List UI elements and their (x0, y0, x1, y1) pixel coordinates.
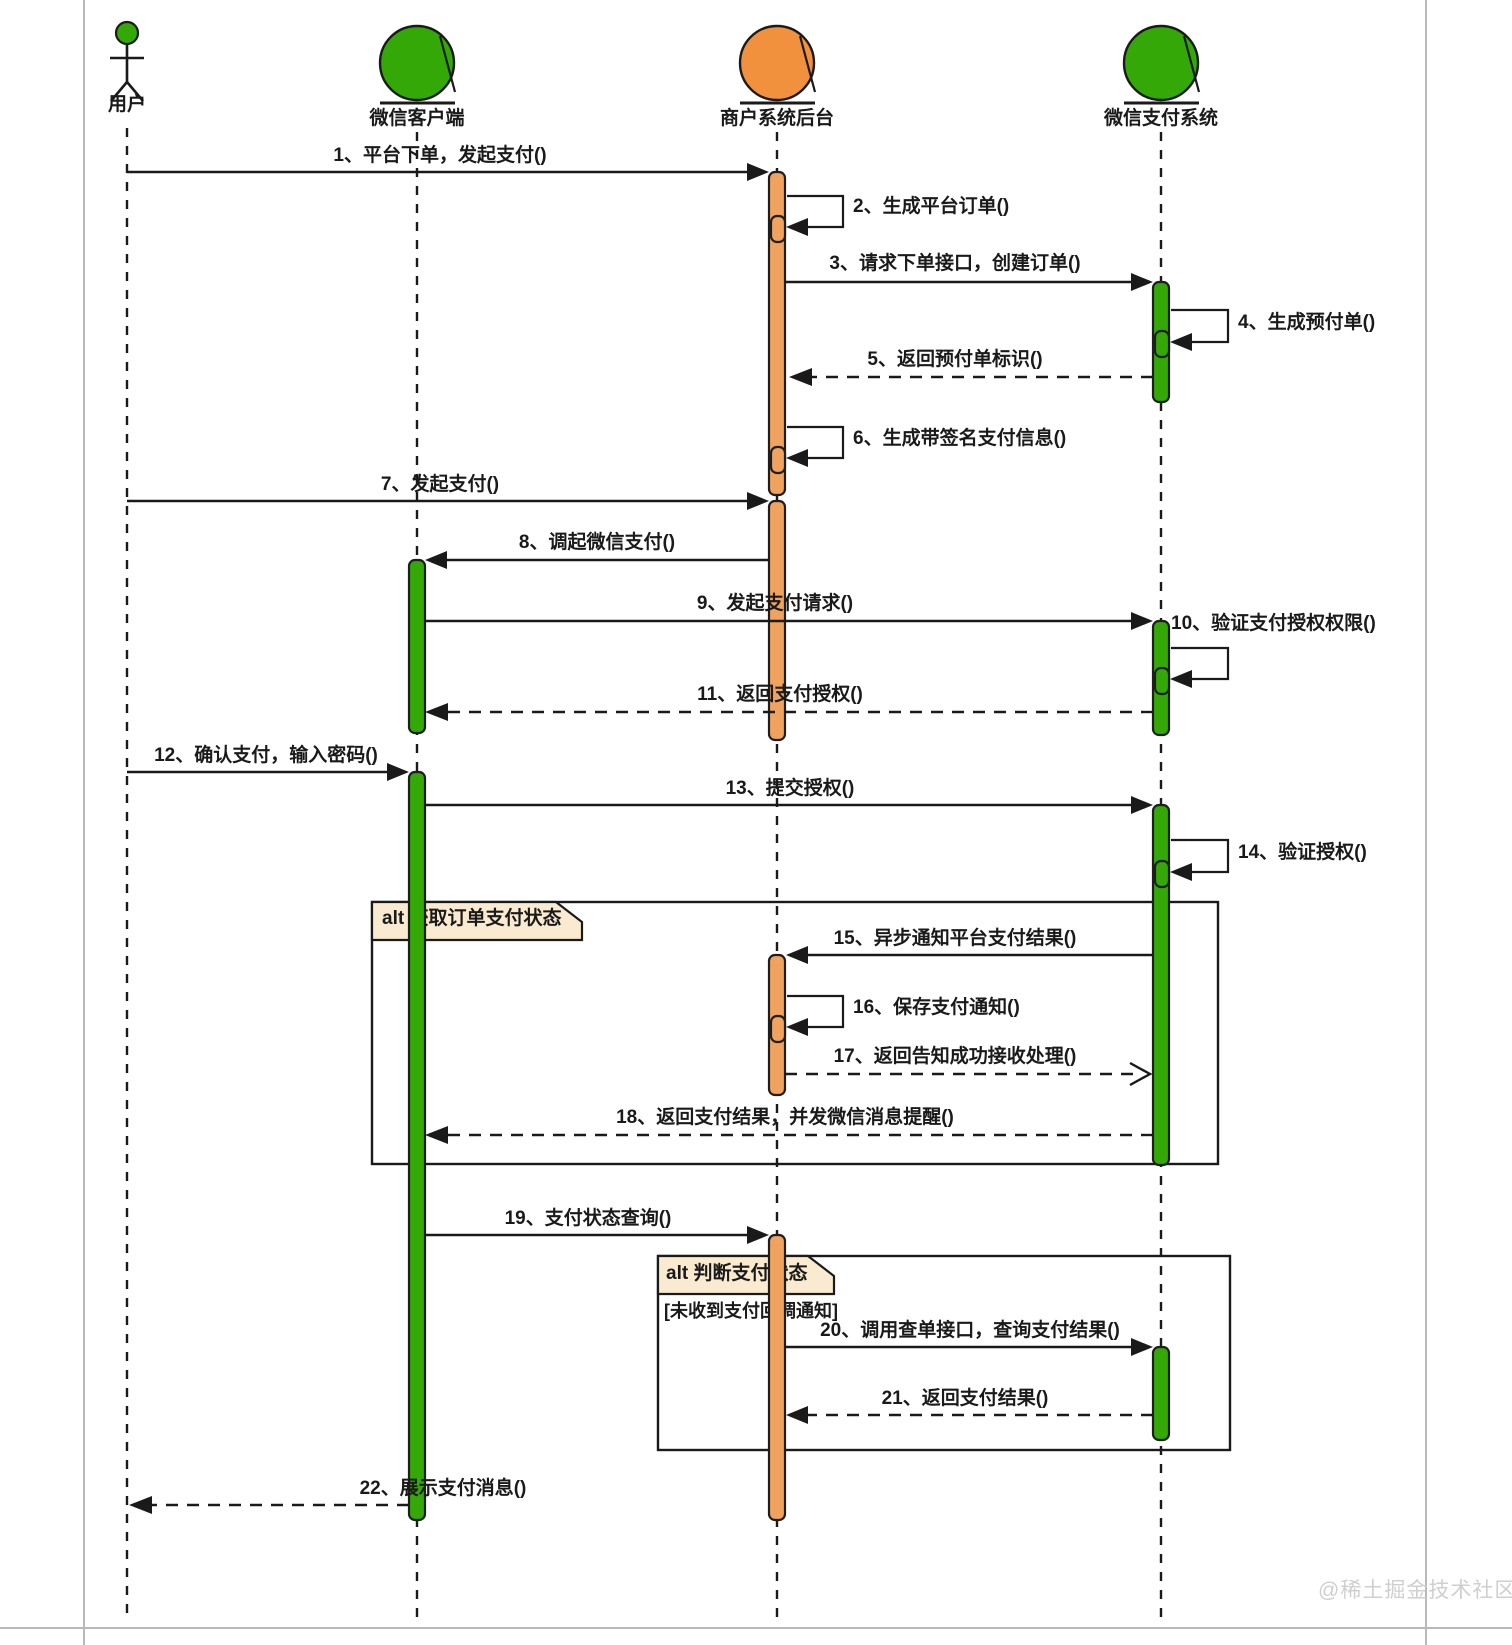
message-10-label: 10、验证支付授权权限() (1171, 611, 1376, 634)
participant-wxclient[interactable]: 微信客户端 (368, 24, 465, 129)
participant-merchant[interactable]: 商户系统后台 (720, 24, 834, 129)
message-6-label: 6、生成带签名支付信息() (853, 426, 1066, 449)
message-20[interactable]: 20、调用查单接口，查询支付结果() (785, 1318, 1153, 1356)
message-4-label: 4、生成预付单() (1238, 310, 1375, 333)
message-13-label: 13、提交授权() (726, 776, 855, 799)
message-9-label: 9、发起支付请求() (697, 591, 853, 614)
entity-circle-icon (738, 24, 816, 102)
message-22[interactable]: 22、展示支付消息() (129, 1476, 526, 1514)
message-2[interactable]: 2、生成平台订单() (769, 194, 1009, 244)
activation-bar (1151, 803, 1171, 1167)
activation-stub (1153, 329, 1171, 359)
message-3[interactable]: 3、请求下单接口，创建订单() (785, 251, 1153, 291)
participant-label-wxpay: 微信支付系统 (1103, 106, 1218, 129)
message-18[interactable]: 18、返回支付结果，并发微信消息提醒() (425, 1105, 1153, 1144)
activation-bar (767, 170, 787, 497)
entity-circle-icon (378, 24, 456, 102)
message-11[interactable]: 11、返回支付授权() (425, 682, 1153, 721)
participant-label-wxclient: 微信客户端 (368, 106, 464, 129)
fragment-2-tab-label: alt 判断支付状态 (666, 1261, 807, 1284)
message-8-label: 8、调起微信支付() (519, 530, 675, 553)
activation-bar (407, 558, 427, 735)
message-5[interactable]: 5、返回预付单标识() (789, 347, 1153, 386)
message-19-label: 19、支付状态查询() (505, 1206, 672, 1229)
actor-head-icon (114, 20, 140, 46)
fragment-alt-judge-pay-status: alt 判断支付状态 [未收到支付回调通知] (656, 1254, 1232, 1452)
message-7-label: 7、发起支付() (381, 472, 499, 495)
message-18-label: 18、返回支付结果，并发微信消息提醒() (616, 1105, 954, 1128)
activation-stub (1153, 859, 1171, 889)
participant-wxpay[interactable]: 微信支付系统 (1103, 24, 1218, 129)
message-21[interactable]: 21、返回支付结果() (786, 1386, 1153, 1424)
activation-bars (407, 170, 1171, 1522)
message-1-label: 1、平台下单，发起支付() (333, 143, 546, 166)
activation-stub (769, 1014, 787, 1044)
message-12-label: 12、确认支付，输入密码() (154, 743, 378, 766)
message-21-label: 21、返回支付结果() (882, 1386, 1049, 1409)
participant-label-user: 用户 (108, 92, 146, 115)
activation-bar (407, 770, 427, 1522)
watermark-text: @稀土掘金技术社区 (1318, 1579, 1512, 1602)
message-17-label: 17、返回告知成功接收处理() (834, 1044, 1077, 1067)
activation-stub (769, 445, 787, 475)
activation-bar (767, 1233, 787, 1522)
message-2-label: 2、生成平台订单() (853, 194, 1009, 217)
participant-label-merchant: 商户系统后台 (720, 106, 834, 129)
message-3-label: 3、请求下单接口，创建订单() (829, 251, 1080, 274)
activation-bar (1151, 1345, 1171, 1442)
message-10[interactable]: 10、验证支付授权权限() (1153, 611, 1376, 696)
message-15-label: 15、异步通知平台支付结果() (834, 926, 1077, 949)
message-4[interactable]: 4、生成预付单() (1153, 308, 1375, 359)
participant-user[interactable]: 用户 (108, 20, 146, 115)
message-13[interactable]: 13、提交授权() (425, 776, 1153, 814)
message-17[interactable]: 17、返回告知成功接收处理() (785, 1044, 1153, 1087)
message-15[interactable]: 15、异步通知平台支付结果() (786, 926, 1153, 964)
message-6[interactable]: 6、生成带签名支付信息() (769, 425, 1066, 475)
message-8[interactable]: 8、调起微信支付() (425, 530, 769, 569)
activation-stub (1153, 666, 1171, 696)
message-5-label: 5、返回预付单标识() (867, 347, 1042, 370)
message-14[interactable]: 14、验证授权() (1153, 838, 1367, 889)
fragment-2-condition: [未收到支付回调通知] (664, 1300, 838, 1321)
message-7[interactable]: 7、发起支付() (127, 472, 769, 510)
message-12[interactable]: 12、确认支付，输入密码() (127, 743, 409, 781)
message-22-label: 22、展示支付消息() (360, 1476, 527, 1499)
message-14-label: 14、验证授权() (1238, 840, 1367, 863)
activation-stub (769, 214, 787, 244)
message-1[interactable]: 1、平台下单，发起支付() (127, 143, 769, 181)
message-16-label: 16、保存支付通知() (853, 995, 1020, 1018)
message-19[interactable]: 19、支付状态查询() (425, 1206, 769, 1244)
message-9[interactable]: 9、发起支付请求() (425, 591, 1153, 630)
message-11-label: 11、返回支付授权() (697, 682, 863, 705)
message-20-label: 20、调用查单接口，查询支付结果() (820, 1318, 1120, 1341)
fragment-1-tab-label: alt 获取订单支付状态 (382, 906, 561, 929)
message-16[interactable]: 16、保存支付通知() (769, 994, 1020, 1044)
entity-circle-icon (1122, 24, 1200, 102)
